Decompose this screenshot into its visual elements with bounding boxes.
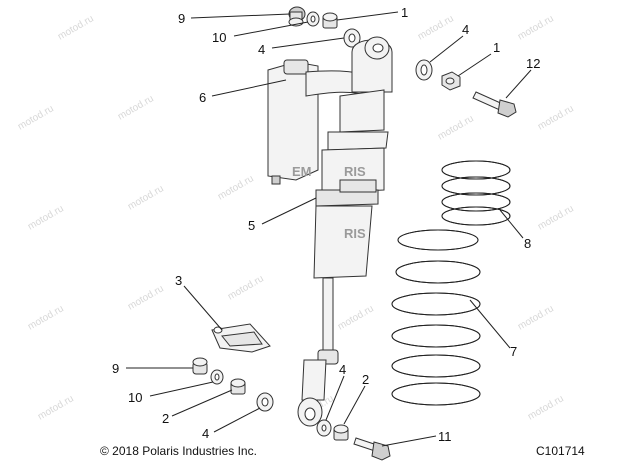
callout-4-bottom: 4 [202,426,209,441]
washer-part-10-bottom [210,369,224,385]
brand-text: RIS [344,226,366,241]
watermark: motod.ru [526,393,566,422]
watermark: motod.ru [436,113,476,142]
spacer-part-2-right [333,424,349,441]
watermark: motod.ru [516,13,556,42]
figure-id: C101714 [536,444,585,458]
watermark: motod.ru [56,13,96,42]
callout-4-right: 4 [462,22,469,37]
callout-8: 8 [524,236,531,251]
washer-part-4-right [415,59,433,81]
shock-upper-body [313,36,393,279]
watermark: motod.ru [416,13,456,42]
watermark: motod.ru [536,103,576,132]
watermark: motod.ru [116,93,156,122]
watermark: motod.ru [216,173,256,202]
callout-11: 11 [438,429,452,444]
callout-5: 5 [248,218,255,233]
washer-part-4-mid [316,419,332,437]
callout-1-right: 1 [493,40,500,55]
copyright-text: © 2018 Polaris Industries Inc. [100,444,257,458]
spring-part-7 [391,229,481,406]
brand-text: EM [292,164,312,179]
spacer-part-2-left [230,378,246,395]
bushing-part-9-bottom [192,357,208,375]
callout-2-right: 2 [362,372,369,387]
nut-part-1-right [441,71,461,91]
brand-text: RIS [344,164,366,179]
callout-2-left: 2 [162,411,169,426]
watermark: motod.ru [16,103,56,132]
leader-lines [126,11,532,447]
watermark: motod.ru [536,203,576,232]
callout-4-mid: 4 [339,362,346,377]
callout-labels: 9 10 1 4 4 1 12 6 5 8 3 7 9 10 2 4 4 2 1… [112,5,540,444]
washer-part-4-top [343,28,361,48]
spring-part-8 [441,160,511,226]
watermark: motod.ru [126,183,166,212]
watermark: motod.ru [336,303,376,332]
washer-part-10-top [306,11,320,27]
bolt-part-11 [353,437,391,461]
callout-6: 6 [199,90,206,105]
callout-9-top: 9 [178,11,185,26]
watermark: motod.ru [516,303,556,332]
shock-shaft [297,277,339,427]
washer-part-4-bottom [256,392,274,412]
callout-10-bottom: 10 [128,390,142,405]
watermark: motod.ru [26,303,66,332]
callout-3: 3 [175,273,182,288]
watermark: motod.ru [26,203,66,232]
bushing-part-9-top [288,6,306,27]
callout-7: 7 [510,344,517,359]
bolt-part-12 [472,91,517,118]
callout-12: 12 [526,56,540,71]
callout-9-bottom: 9 [112,361,119,376]
watermark: motod.ru [226,273,266,302]
watermark: motod.ru [36,393,76,422]
callout-1-top: 1 [401,5,408,20]
callout-10-top: 10 [212,30,226,45]
callout-4-top: 4 [258,42,265,57]
spacer-part-1-top [322,12,338,29]
bracket-part-3 [211,323,271,353]
watermark: motod.ru [126,283,166,312]
